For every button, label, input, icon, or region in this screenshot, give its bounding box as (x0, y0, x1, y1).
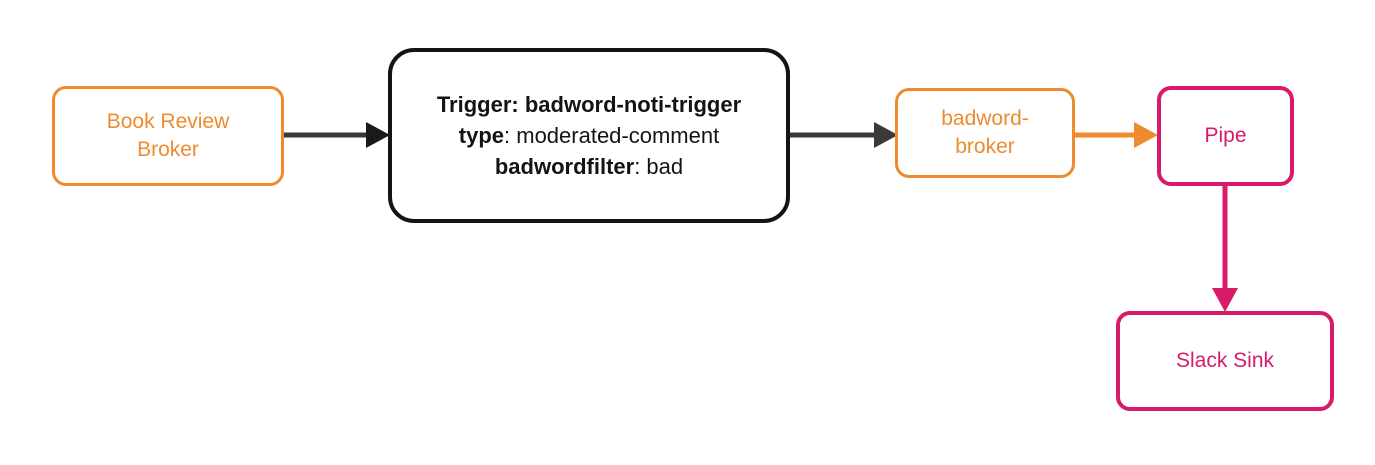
node-badword-broker-label-line-1: badword- (941, 107, 1029, 131)
node-book-review-broker-label-line-1: Book Review (106, 110, 230, 134)
edge-broker-to-trigger (280, 122, 390, 148)
trigger-badwordfilter-value: : bad (634, 154, 684, 180)
node-badword-broker-label: badword- broker (941, 105, 1029, 160)
trigger-line-name: Trigger: badword-noti-trigger (437, 89, 741, 120)
edge-trigger-to-badword-broker (790, 122, 898, 148)
node-badword-broker-label-line-2: broker (955, 135, 1015, 158)
node-pipe-label: Pipe (1204, 124, 1247, 148)
node-pipe[interactable]: Pipe (1157, 86, 1294, 186)
node-book-review-broker[interactable]: Book Review Broker (52, 86, 284, 186)
trigger-name-key: Trigger: (436, 91, 519, 117)
node-badword-broker[interactable]: badword- broker (895, 88, 1075, 178)
node-book-review-broker-label: Book Review Broker (107, 108, 230, 163)
edge-pipe-to-slack-sink (1212, 182, 1238, 312)
trigger-badwordfilter-key: badwordfilter (494, 154, 635, 180)
node-slack-sink[interactable]: Slack Sink (1116, 311, 1334, 411)
node-badword-noti-trigger[interactable]: Trigger: badword-noti-trigger type: mode… (388, 48, 790, 223)
trigger-type-value: : moderated-comment (504, 122, 720, 148)
trigger-line-type: type: moderated-comment (437, 120, 741, 151)
trigger-line-badwordfilter: badwordfilter: bad (437, 151, 741, 182)
trigger-type-key: type (458, 122, 505, 148)
trigger-detail-list: Trigger: badword-noti-trigger type: mode… (419, 89, 759, 183)
edge-badword-broker-to-pipe (1074, 122, 1158, 148)
trigger-name-value: badword-noti-trigger (524, 91, 742, 117)
node-book-review-broker-label-line-2: Broker (137, 138, 199, 161)
node-slack-sink-label: Slack Sink (1175, 349, 1275, 373)
